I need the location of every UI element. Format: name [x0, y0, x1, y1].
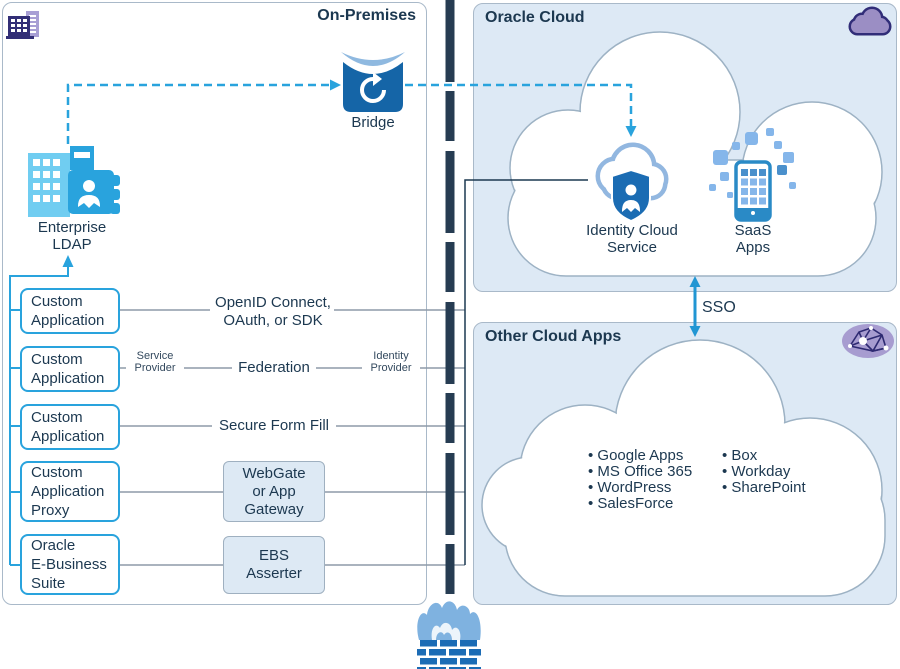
custom-application-proxy-box: Custom Application Proxy — [20, 461, 120, 522]
connector-lines — [120, 309, 465, 566]
saas-apps-label: SaaS Apps — [734, 222, 772, 256]
enterprise-ldap-icon — [28, 146, 120, 217]
ldap-bracket — [9, 266, 69, 566]
app-list-item: SalesForce — [588, 496, 718, 512]
ebs-asserter-box: EBS Asserter — [223, 536, 325, 594]
oracle-ebusiness-suite-box: Oracle E-Business Suite — [20, 534, 120, 595]
oracle-cloud-title: Oracle Cloud — [485, 9, 585, 26]
custom-application-box-3: Custom Application — [20, 404, 120, 450]
secure-form-fill-label: Secure Form Fill — [218, 417, 330, 434]
bridge-icon — [341, 52, 405, 112]
openid-connector-label: OpenID Connect, OAuth, or SDK — [215, 294, 331, 329]
other-cloud-apps-list-left: Google AppsMS Office 365WordPressSalesFo… — [588, 448, 718, 512]
ldap-arrowhead — [62, 255, 74, 267]
app-list-item: WordPress — [588, 480, 718, 496]
webgate-box: WebGate or App Gateway — [223, 461, 325, 522]
enterprise-ldap-label: Enterprise LDAP — [37, 219, 107, 253]
network-cloud-icon — [842, 324, 894, 358]
other-cloud-apps-title: Other Cloud Apps — [485, 328, 622, 345]
custom-application-box-2: Custom Application — [20, 346, 120, 392]
bridge-label: Bridge — [351, 114, 395, 131]
service-provider-label: Service Provider — [134, 350, 176, 374]
identity-provider-label: Identity Provider — [370, 350, 412, 374]
on-premises-title: On-Premises — [317, 7, 416, 24]
app-list-item: Box — [722, 448, 832, 464]
sso-label: SSO — [702, 299, 736, 316]
app-list-item: Workday — [722, 464, 832, 480]
collector-line — [464, 179, 588, 565]
app-list-item: Google Apps — [588, 448, 718, 464]
custom-application-box-1: Custom Application — [20, 288, 120, 334]
identity-cloud-service-icon — [595, 142, 669, 223]
app-list-item: MS Office 365 — [588, 464, 718, 480]
other-cloud-apps-list-right: BoxWorkdaySharePoint — [722, 448, 832, 496]
bridge-arrowhead — [330, 79, 341, 91]
sso-arrow — [689, 276, 701, 337]
oracle-cloud-shape — [507, 31, 883, 277]
app-list-item: SharePoint — [722, 480, 832, 496]
identity-cloud-service-label: Identity Cloud Service — [586, 222, 678, 256]
saas-apps-icon — [709, 128, 796, 222]
oracle-cloud-icon — [848, 6, 892, 36]
identity-arrowhead — [625, 126, 637, 137]
federation-label: Federation — [238, 359, 310, 376]
sync-dashed-line — [66, 83, 633, 144]
buildings-icon — [6, 11, 39, 39]
firewall-icon — [417, 601, 481, 669]
